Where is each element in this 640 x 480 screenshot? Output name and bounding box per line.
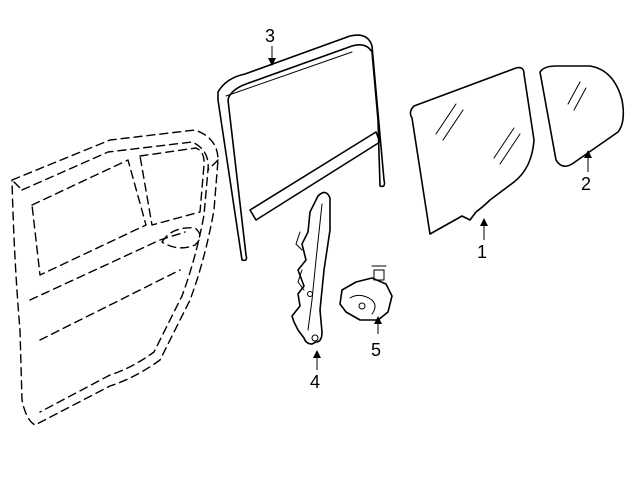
callout-4: 4 bbox=[310, 350, 321, 392]
callout-1: 1 bbox=[477, 218, 488, 262]
callout-2: 2 bbox=[581, 150, 592, 194]
part-4-window-regulator bbox=[291, 191, 331, 345]
part-2-quarter-glass bbox=[539, 65, 625, 168]
callout-2-label: 2 bbox=[581, 174, 591, 194]
part-5-regulator-motor bbox=[339, 265, 393, 321]
callout-3: 3 bbox=[265, 26, 276, 66]
part-3-window-channel bbox=[217, 34, 386, 262]
callout-3-label: 3 bbox=[265, 26, 275, 46]
callout-5: 5 bbox=[371, 316, 382, 360]
callout-5-label: 5 bbox=[371, 340, 381, 360]
door-shell-outline bbox=[11, 129, 219, 426]
callout-4-label: 4 bbox=[310, 372, 320, 392]
callout-1-label: 1 bbox=[477, 242, 487, 262]
part-1-door-glass bbox=[409, 66, 535, 235]
